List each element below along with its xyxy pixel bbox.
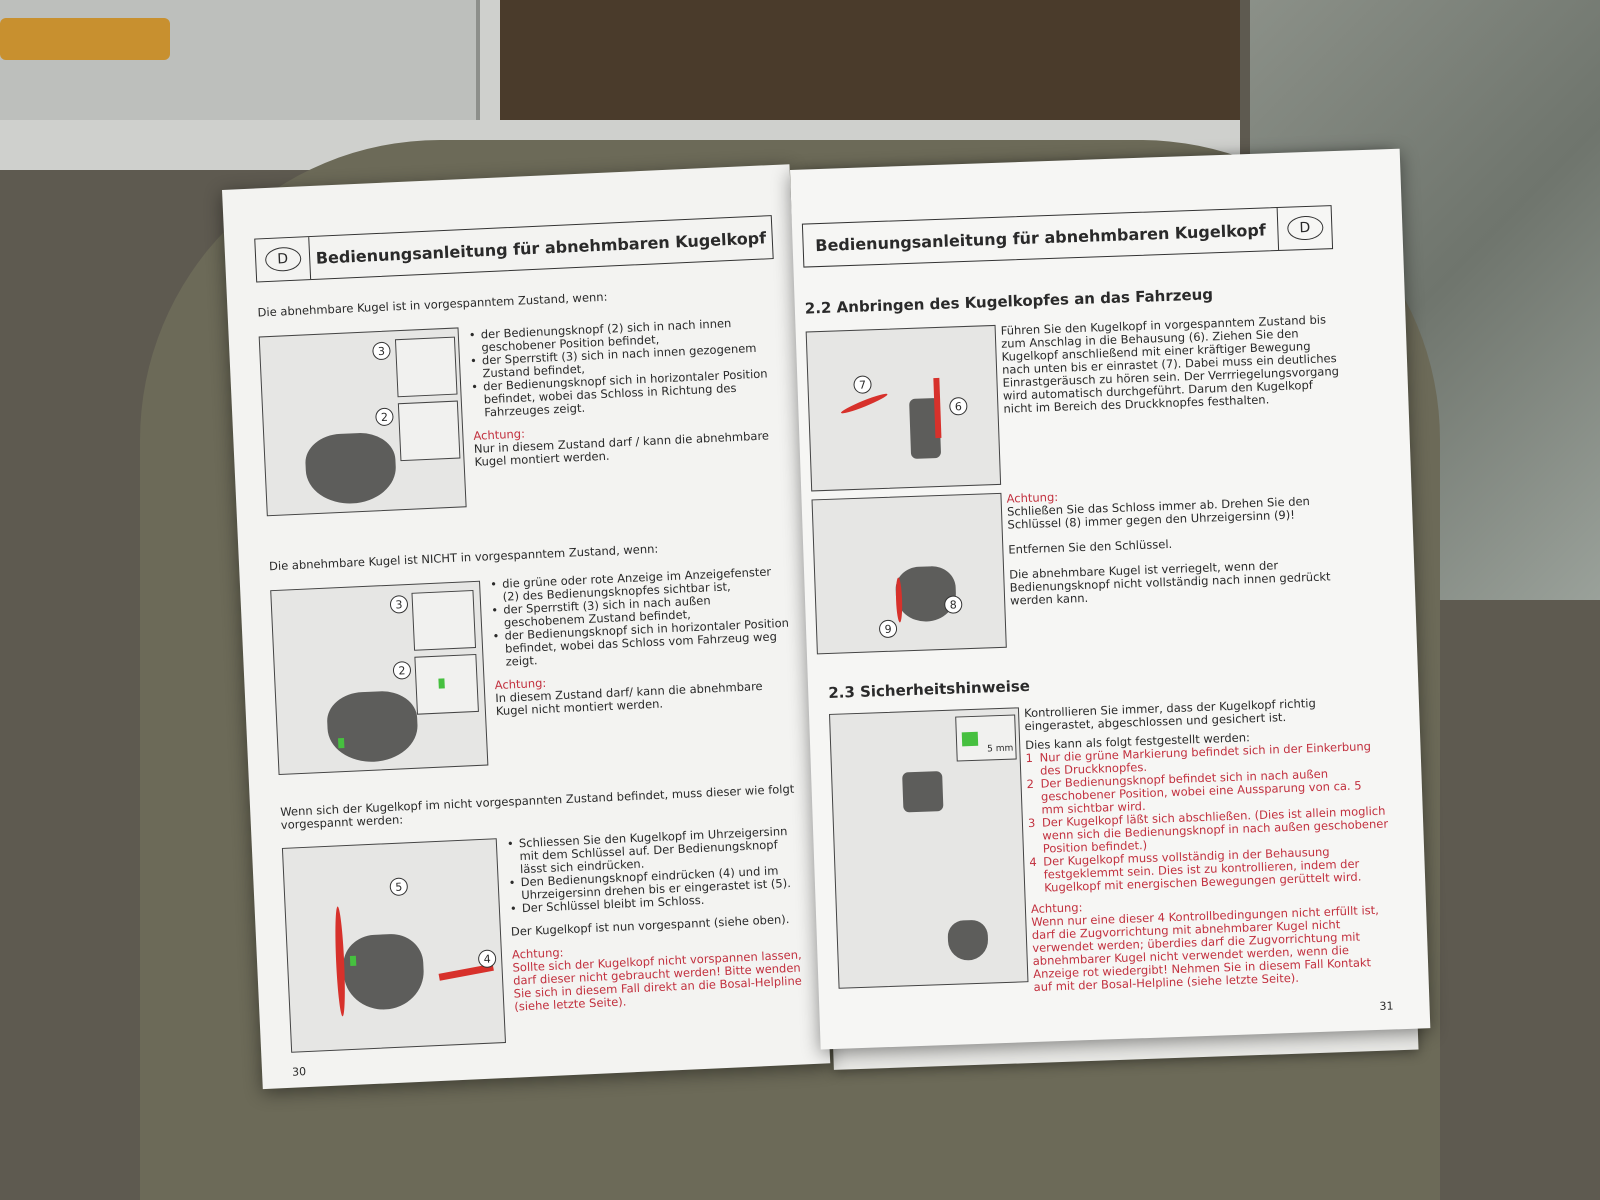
- language-badge: D: [264, 246, 302, 273]
- section-heading: 2.3 Sicherheitshinweise: [827, 676, 1031, 702]
- attach-instructions: Führen Sie den Kugelkopf in vorgespannte…: [1000, 312, 1340, 416]
- callout-9: 9: [878, 619, 898, 639]
- section-heading: 2.2 Anbringen des Kugelkopfes an das Fah…: [804, 285, 1214, 318]
- warning-text: Sollte sich der Kugelkopf nicht vorspann…: [512, 947, 803, 1014]
- left-page: D Bedienungsanleitung für abnehmbaren Ku…: [222, 164, 831, 1090]
- section1-intro: Die abnehmbare Kugel ist in vorgespannte…: [257, 289, 608, 320]
- locked-text: Die abnehmbare Kugel ist verriegelt, wen…: [1009, 558, 1331, 608]
- figure-pretensioned: 3 2: [258, 327, 467, 517]
- callout-2: 2: [392, 660, 412, 680]
- right-page: Bedienungsanleitung für abnehmbaren Kuge…: [790, 148, 1431, 1050]
- figure-lock: 8 9: [811, 492, 1007, 655]
- figure-pretension-procedure: 5 4: [281, 838, 506, 1053]
- page-number: 31: [1379, 999, 1394, 1013]
- section3-intro: Wenn sich der Kugelkopf im nicht vorgesp…: [279, 781, 795, 832]
- section1-bullets: der Bedienungsknopf (2) sich in nach inn…: [469, 315, 773, 420]
- background-furniture: [0, 0, 1240, 170]
- safety-intro: Kontrollieren Sie immer, dass der Kugelk…: [1023, 695, 1316, 734]
- language-badge: D: [1286, 215, 1324, 241]
- remove-key-text: Entfernen Sie den Schlüssel.: [1008, 536, 1173, 557]
- page-header: D Bedienungsanleitung für abnehmbaren Ku…: [254, 215, 774, 283]
- callout-8: 8: [943, 595, 963, 614]
- callout-5: 5: [389, 877, 409, 897]
- callout-7: 7: [853, 375, 872, 394]
- callout-2: 2: [375, 407, 394, 427]
- result-text: Der Kugelkopf ist nun vorgespannt (siehe…: [510, 912, 790, 939]
- callout-3: 3: [389, 594, 409, 614]
- figure-attach: 7 6: [805, 324, 1002, 492]
- callout-6: 6: [949, 396, 968, 416]
- section2-bullets: die grüne oder rote Anzeige im Anzeigefe…: [490, 564, 794, 670]
- warning-text: Wenn nur eine dieser 4 Kontrollbedingung…: [1031, 902, 1380, 994]
- page-title: Bedienungsanleitung für abnehmbaren Kuge…: [315, 227, 767, 268]
- figure-safety-check: 5 mm: [829, 707, 1029, 989]
- figure-not-pretensioned: 3 2: [270, 580, 489, 776]
- page-header: Bedienungsanleitung für abnehmbaren Kuge…: [801, 205, 1334, 268]
- callout-3: 3: [372, 341, 391, 361]
- measure-label: 5 mm: [987, 743, 1014, 755]
- page-title: Bedienungsanleitung für abnehmbaren Kuge…: [814, 219, 1267, 255]
- callout-4: 4: [477, 949, 497, 969]
- drawer-handle: [0, 18, 170, 60]
- section3-bullets: Schliessen Sie den Kugelkopf im Uhrzeige…: [507, 824, 805, 915]
- page-number: 30: [291, 1065, 307, 1079]
